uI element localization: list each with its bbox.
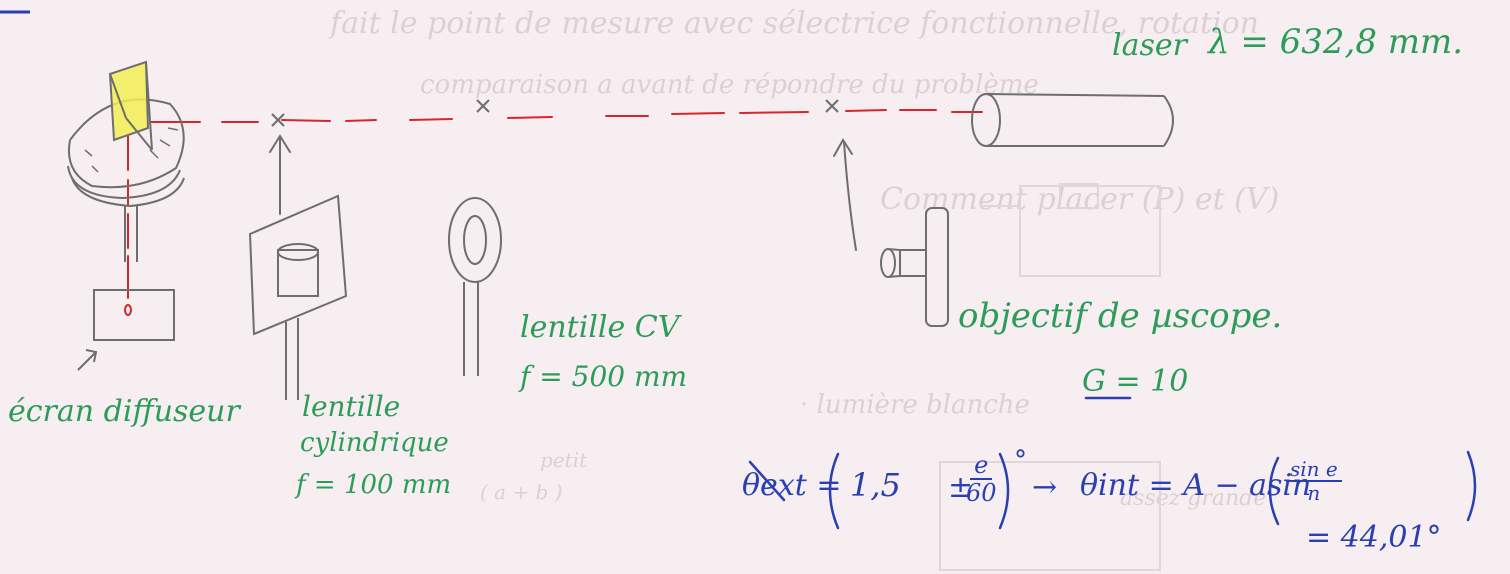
prism-highlight	[110, 62, 148, 140]
objective-label: objectif de µscope.	[958, 296, 1283, 336]
asin-numerator: sin e	[1286, 458, 1342, 482]
bleed-text-1: fait le point de mesure avec sélectrice …	[330, 6, 1259, 41]
converging-lens	[448, 197, 502, 376]
position-marks	[271, 99, 839, 127]
bleed-text-7: assez grande	[1120, 486, 1267, 511]
laser-label: laser	[1112, 28, 1187, 63]
laser-tube	[971, 93, 1174, 147]
prism	[108, 60, 153, 151]
uncertainty-fraction: e 60	[964, 452, 999, 507]
bleed-box-top	[980, 183, 1161, 277]
cyl-lens-focal: f = 100 mm	[296, 470, 452, 500]
screen-label: écran diffuseur	[8, 394, 240, 429]
asin-denominator: n	[1307, 481, 1321, 505]
cyl-lens-label-2: cylindrique	[300, 428, 449, 458]
beam-spot	[124, 304, 132, 316]
theta-ext-value: 1,5	[850, 466, 901, 504]
implies-arrow: →	[1032, 470, 1058, 505]
microscope-objective	[880, 207, 949, 327]
asin-fraction: sin e n	[1286, 458, 1342, 504]
objective-magnification: G = 10	[1082, 364, 1189, 399]
degree-sign: °	[1014, 446, 1027, 476]
cv-lens-label: lentille CV	[520, 310, 680, 345]
position-arrows	[269, 134, 857, 251]
cyl-lens-label-1: lentille	[302, 390, 401, 423]
bleed-text-6: ( a + b )	[480, 480, 563, 504]
bleed-text-4: · lumière blanche	[800, 390, 1030, 420]
plus-minus: ±	[948, 470, 974, 505]
cv-lens-focal: f = 500 mm	[520, 360, 688, 393]
bleed-box-bottom	[939, 461, 1161, 571]
uncertainty-denominator: 60	[966, 479, 997, 508]
laser-beam	[127, 109, 983, 299]
cylindrical-lens	[248, 194, 348, 400]
formula-decor	[748, 396, 1477, 530]
bleed-text-2: comparaison a avant de répondre du probl…	[420, 70, 1039, 100]
theta-int-label: θint = A − asin	[1080, 468, 1312, 503]
bleed-text-5: petit	[540, 448, 588, 472]
wavelength-label: λ = 632,8 mm.	[1208, 22, 1464, 62]
uncertainty-numerator: e	[970, 452, 993, 481]
theta-ext-label: θext =	[742, 468, 842, 503]
diffuser-screen	[77, 289, 175, 371]
theta-int-result: = 44,01°	[1306, 520, 1442, 555]
